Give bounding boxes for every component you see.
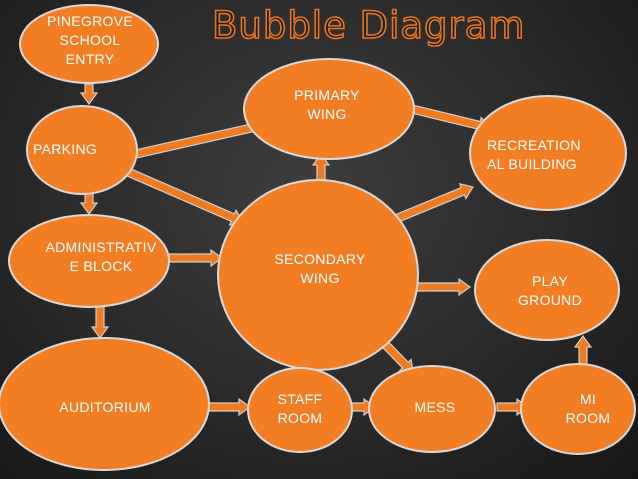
bubble-mi xyxy=(520,363,636,455)
node-label-parking: PARKING xyxy=(33,141,98,157)
node-label-staff: STAFF ROOM xyxy=(277,391,323,426)
arrow-admin-to-secondary xyxy=(168,248,224,268)
bubble-entry xyxy=(19,4,159,84)
node-label-play: PLAY GROUND xyxy=(517,273,583,308)
node-label-secondary: SECONDARY WING xyxy=(274,251,366,286)
arrow-auditorium-to-staff xyxy=(208,397,252,417)
bubble-parking xyxy=(26,105,138,195)
node-label-mi: MI ROOM xyxy=(565,391,611,426)
arrow-entry-to-parking xyxy=(79,83,99,106)
arrow-secondary-to-recreation xyxy=(390,182,474,225)
bubble-primary xyxy=(243,58,415,160)
node-label-auditorium: AUDITORIUM xyxy=(59,399,151,415)
bubble-layer xyxy=(0,4,636,471)
node-label-admin: ADMINISTRATIV E BLOCK xyxy=(45,239,157,274)
bubble-auditorium xyxy=(0,337,210,471)
bubble-admin xyxy=(8,214,170,308)
node-label-primary: PRIMARY WING xyxy=(294,87,360,122)
bubble-recreation xyxy=(469,95,627,211)
bubble-staff xyxy=(247,367,353,453)
arrow-mi-to-play xyxy=(573,334,593,367)
arrow-parking-to-admin xyxy=(79,192,99,216)
node-label-recreation: RECREATION AL BUILDING xyxy=(487,137,581,172)
node-label-entry: PINEGROVE SCHOOL ENTRY xyxy=(47,13,133,67)
bubble-play xyxy=(474,239,620,341)
diagram-title: Bubble Diagram xyxy=(211,3,526,48)
arrow-parking-to-secondary xyxy=(125,167,244,226)
bubble-mess xyxy=(368,365,496,453)
node-label-mess: MESS xyxy=(414,399,456,415)
